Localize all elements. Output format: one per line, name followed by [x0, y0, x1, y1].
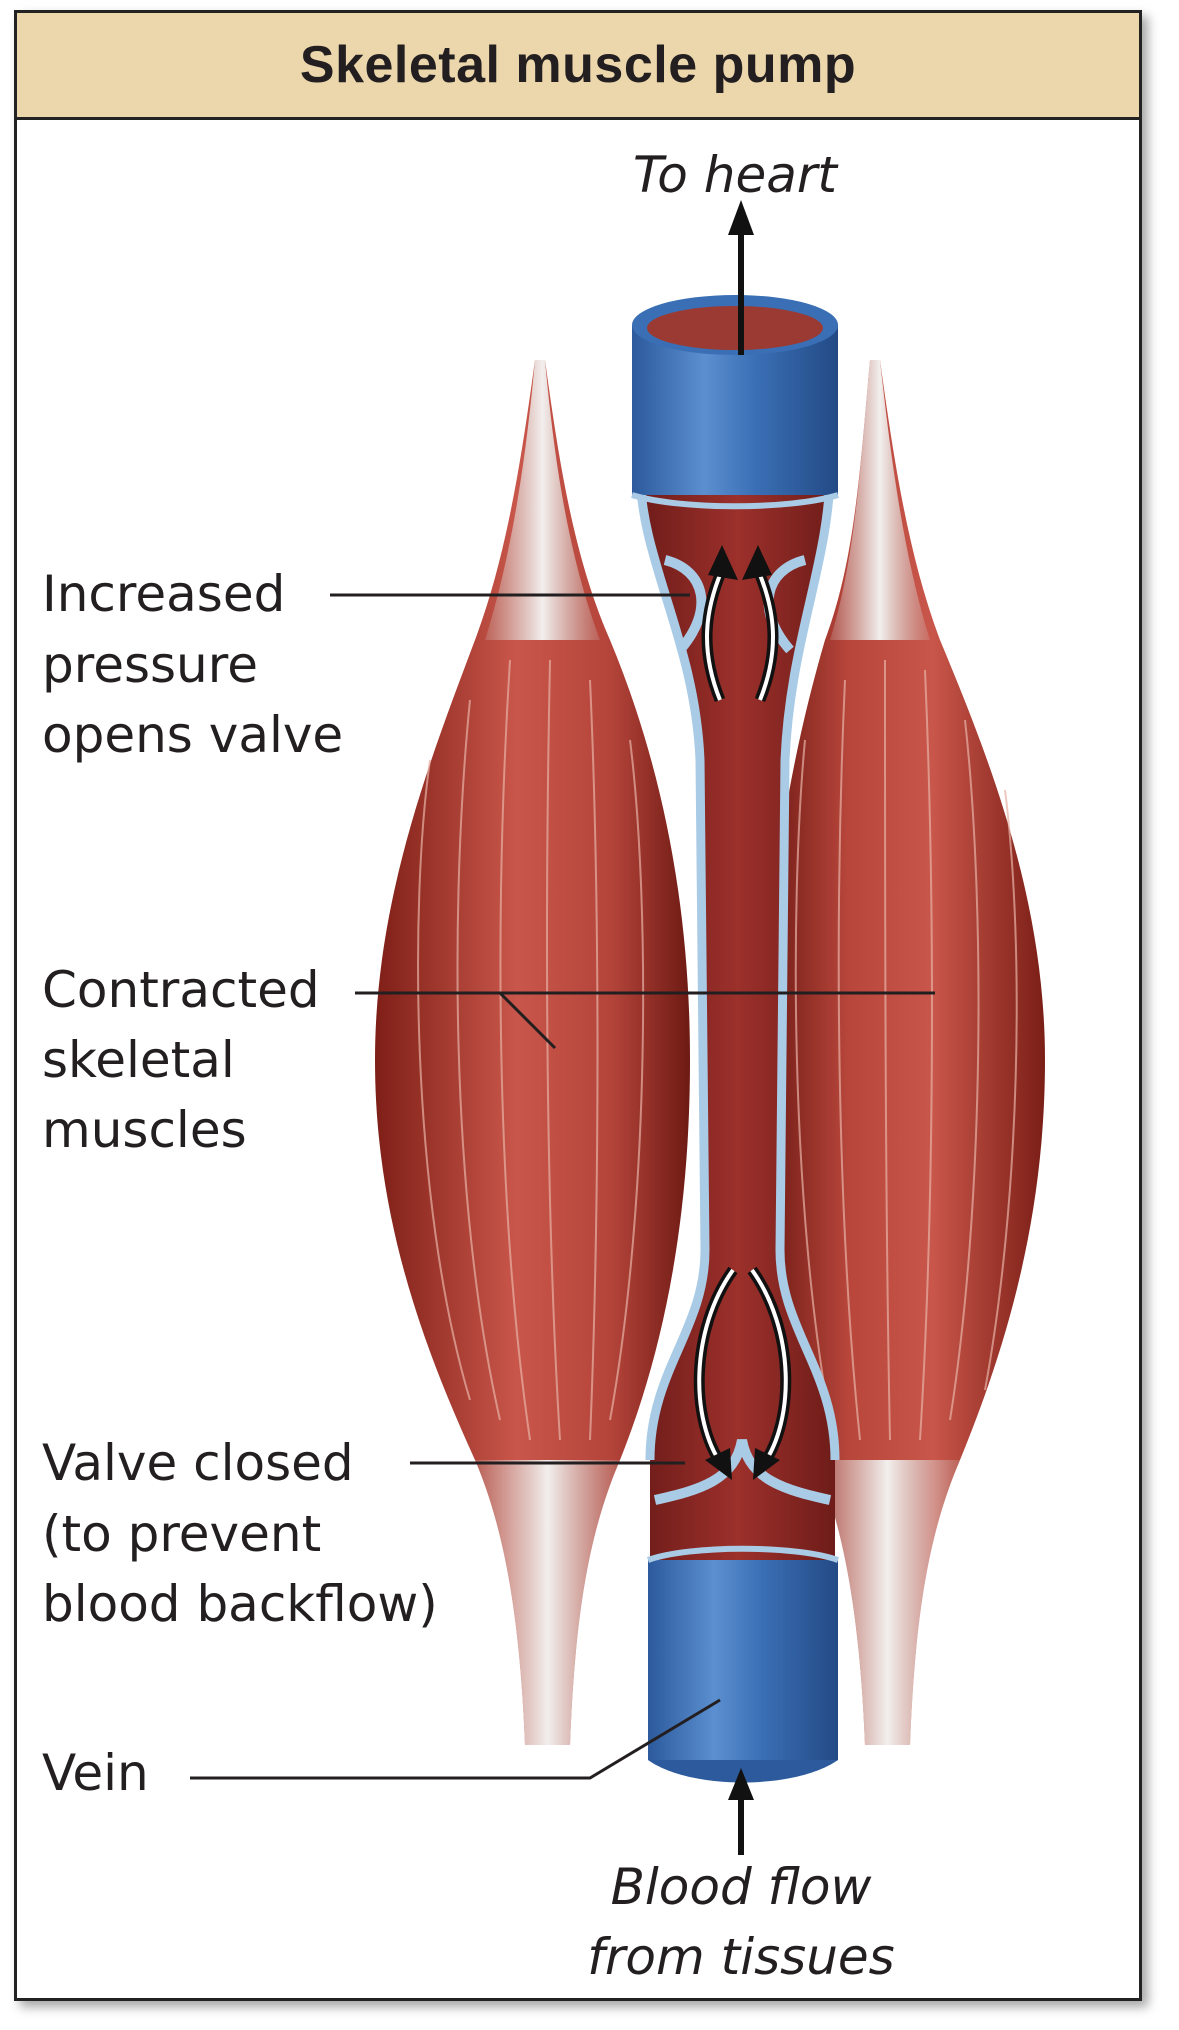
svg-text:blood backflow): blood backflow): [42, 1575, 438, 1633]
vein-lower-wall: [648, 1560, 838, 1760]
svg-text:Blood flow: Blood flow: [611, 1858, 872, 1916]
leader-contracted-muscles-left: [498, 991, 557, 1050]
label-increased-pressure: Increased pressure opens valve: [42, 565, 343, 764]
leader-vein: [190, 1698, 721, 1780]
label-valve-closed: Valve closed (to prevent blood backflow): [42, 1434, 438, 1633]
left-skeletal-muscle: [375, 360, 690, 1745]
svg-text:Valve closed: Valve closed: [42, 1434, 354, 1492]
svg-text:from tissues: from tissues: [587, 1928, 894, 1986]
label-to-heart: To heart: [633, 146, 839, 204]
arrow-down-right: [753, 1448, 780, 1480]
arrow-from-tissues: [728, 1768, 754, 1855]
label-blood-flow: Blood flow from tissues: [587, 1858, 894, 1986]
svg-text:pressure: pressure: [42, 636, 258, 694]
svg-text:(to prevent: (to prevent: [42, 1505, 321, 1563]
svg-text:Increased: Increased: [42, 565, 285, 623]
diagram-title: Skeletal muscle pump: [299, 36, 857, 94]
svg-text:Contracted: Contracted: [42, 961, 320, 1019]
right-skeletal-muscle: [765, 360, 1045, 1745]
arrow-down-left: [705, 1448, 732, 1480]
title-bar: Skeletal muscle pump: [17, 13, 1139, 120]
svg-text:muscles: muscles: [42, 1101, 247, 1159]
label-vein: Vein: [42, 1744, 149, 1802]
arrow-to-heart: [728, 200, 754, 355]
closed-valve: [653, 1266, 832, 1505]
svg-text:skeletal: skeletal: [42, 1031, 235, 1089]
open-valve: [663, 545, 807, 703]
label-contracted-muscles: Contracted skeletal muscles: [42, 961, 320, 1159]
arrow-up-left: [708, 545, 738, 580]
arrow-up-right: [742, 545, 772, 580]
svg-text:opens valve: opens valve: [42, 706, 343, 764]
